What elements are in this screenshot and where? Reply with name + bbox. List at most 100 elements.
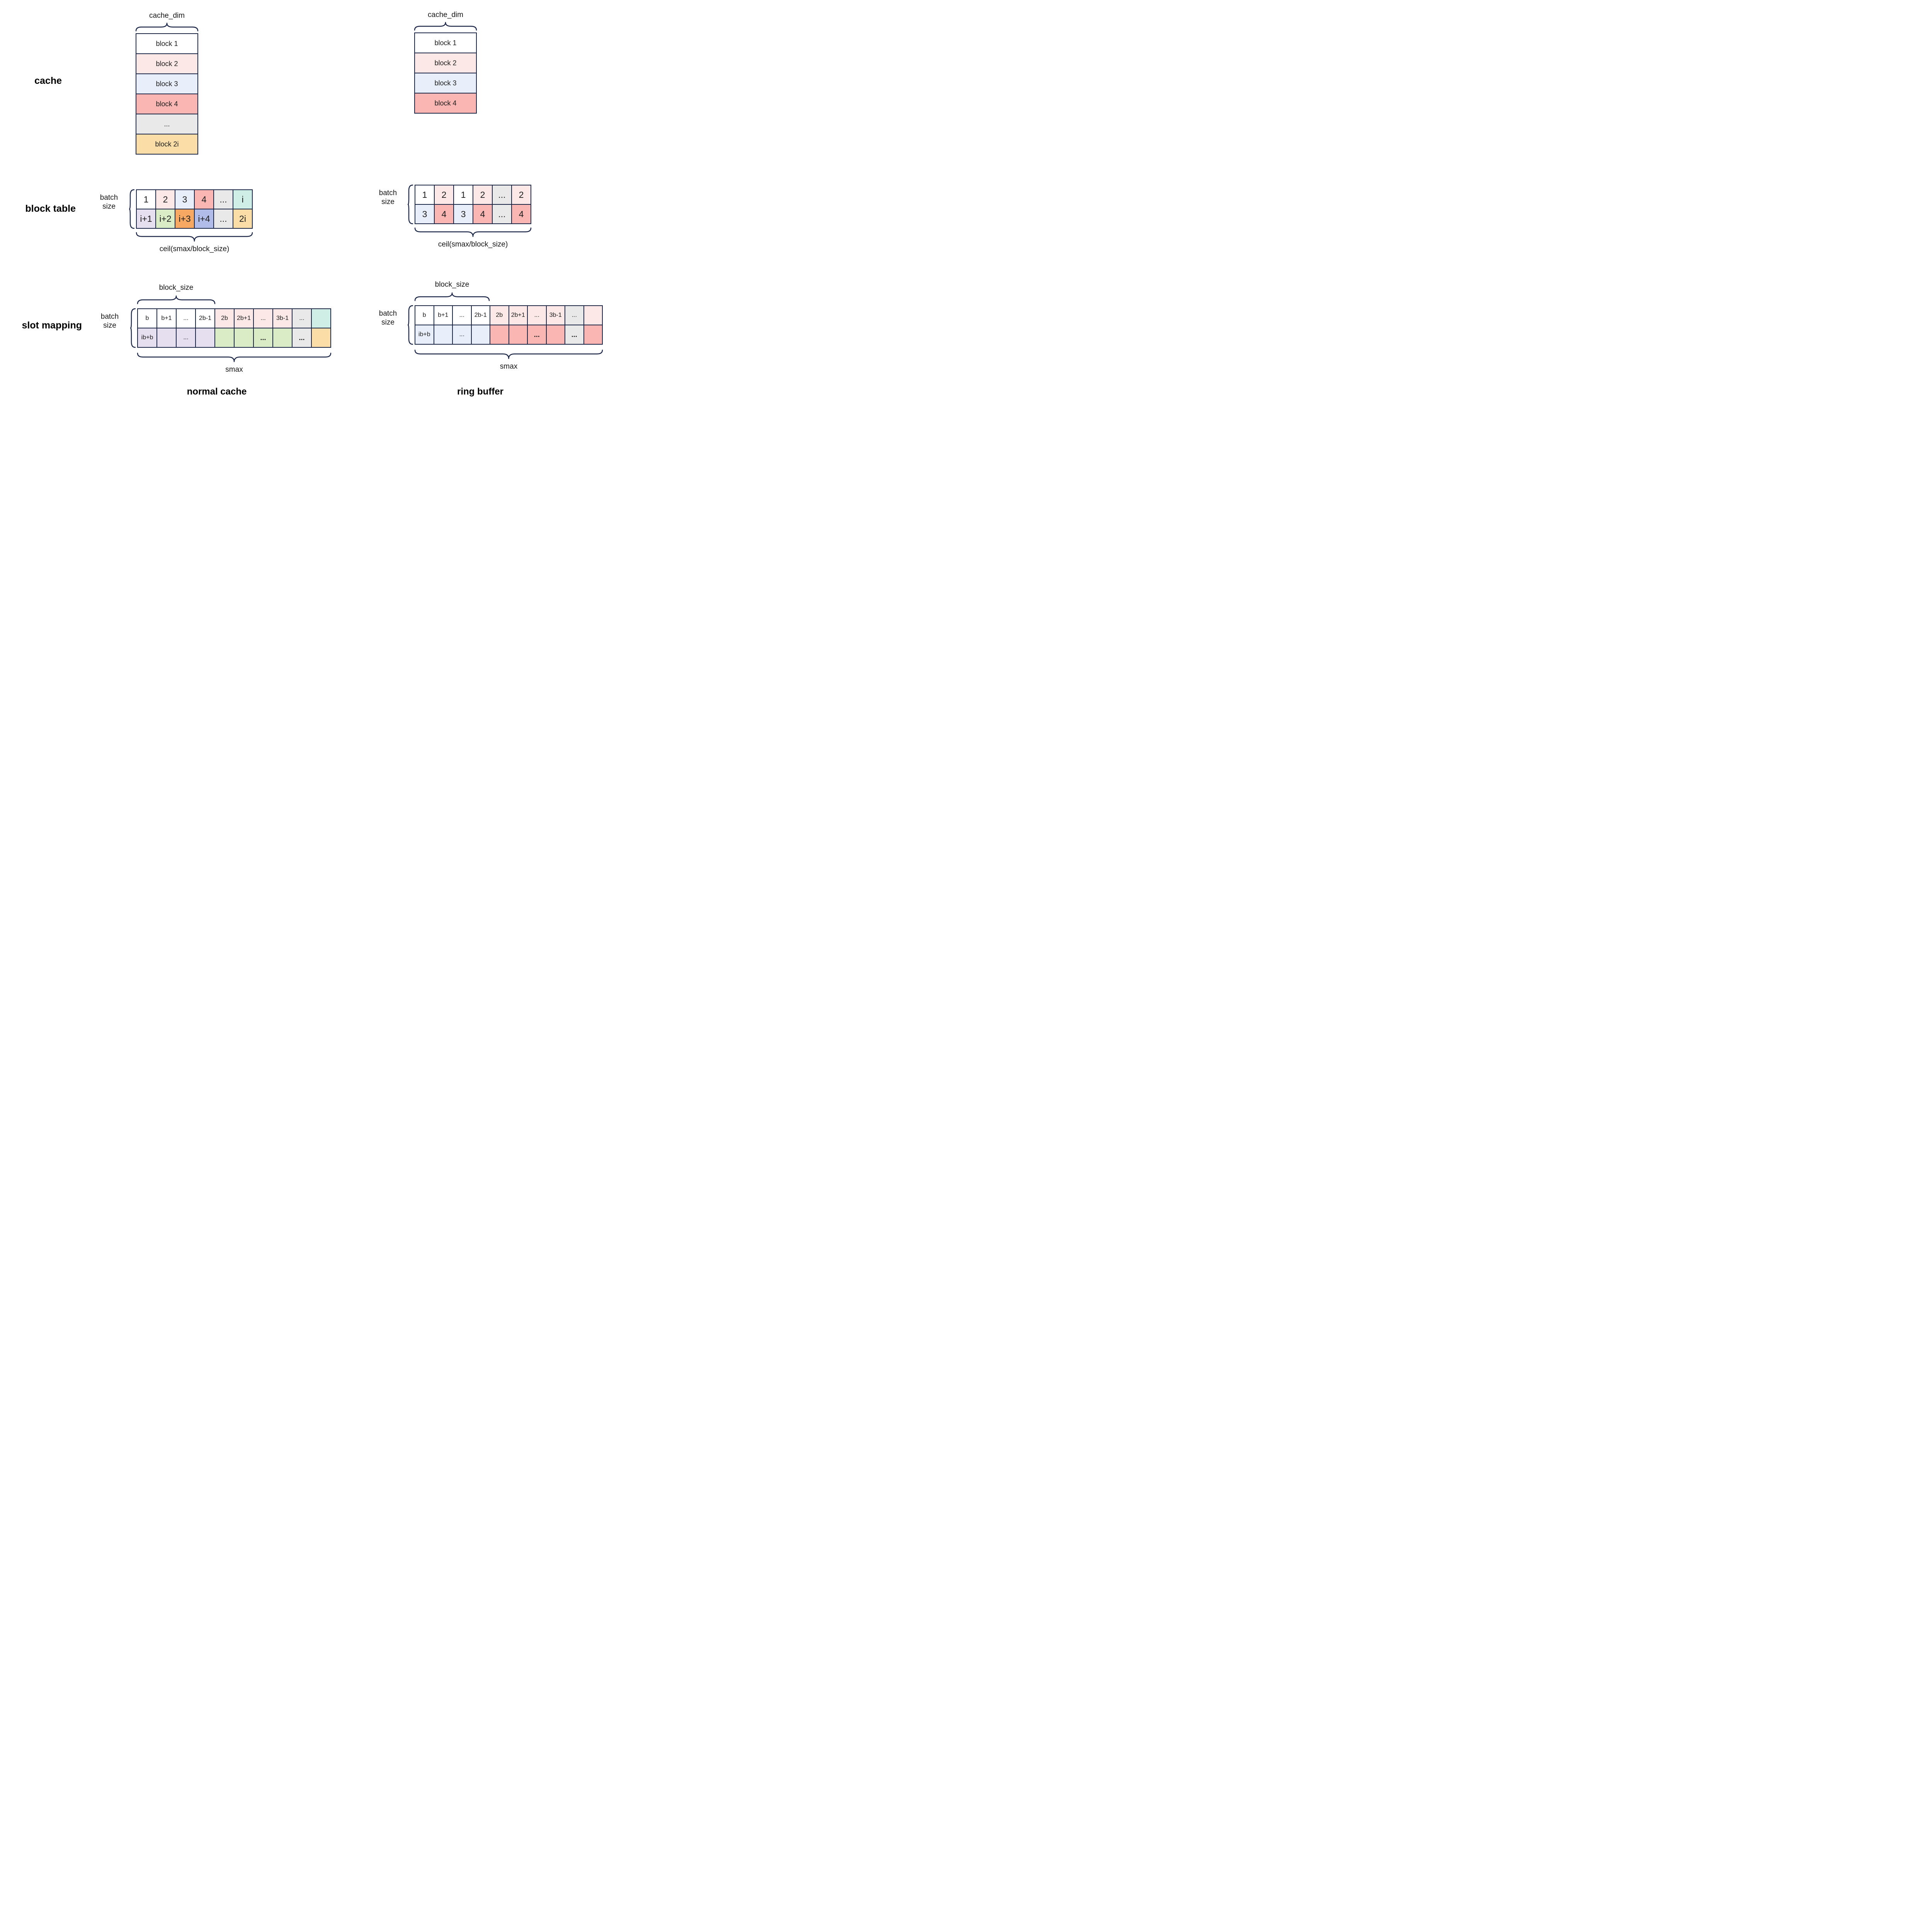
ceil-label-normal: ceil(smax/block_size) <box>159 245 230 253</box>
block-size-brace-normal <box>137 295 216 304</box>
grid-cell: 4 <box>512 205 531 223</box>
grid-cell: ... <box>293 328 311 347</box>
grid-cell: 2 <box>156 190 175 209</box>
curly-brace-path <box>414 292 490 301</box>
grid-cell: i+2 <box>156 209 175 228</box>
grid-cell: 4 <box>195 190 213 209</box>
smax-label-normal: smax <box>225 366 243 374</box>
column-title-ring-buffer: ring buffer <box>457 386 503 397</box>
grid-cell: ... <box>493 205 511 223</box>
grid-cell <box>434 325 452 344</box>
grid-cell: i+4 <box>195 209 213 228</box>
column-title-normal-cache: normal cache <box>187 386 247 397</box>
batch-size-line1: batch <box>100 194 118 202</box>
ceil-label-ring: ceil(smax/block_size) <box>438 240 508 248</box>
grid-cell: block 2 <box>415 53 476 73</box>
grid-cell: 2b+1 <box>235 309 253 328</box>
section-title-cache: cache <box>34 75 62 86</box>
grid-cell: block 3 <box>136 74 197 94</box>
grid-cell: block 4 <box>415 94 476 113</box>
batch-size-line2: size <box>103 321 116 330</box>
curly-brace-path <box>136 232 253 242</box>
grid-cell: block 1 <box>136 34 197 53</box>
grid-cell: 4 <box>473 205 492 223</box>
smax-brace-ring <box>414 349 603 359</box>
grid-cell: 2b-1 <box>471 306 490 325</box>
grid-cell: i <box>233 190 252 209</box>
grid-cell: ... <box>565 306 583 325</box>
grid-cell: 2b+1 <box>509 306 527 325</box>
curly-brace-path <box>407 305 413 345</box>
grid-cell: ... <box>136 114 197 134</box>
block-size-brace-ring <box>414 292 490 301</box>
batch-size-line2: size <box>381 318 395 327</box>
grid-cell: ... <box>565 325 583 344</box>
grid-cell: 3b-1 <box>273 309 292 328</box>
grid-cell <box>235 328 253 347</box>
grid-cell: ... <box>453 325 471 344</box>
grid-cell: ... <box>254 309 272 328</box>
curly-brace-path <box>414 22 477 31</box>
grid-cell: 2 <box>473 185 492 204</box>
grid-cell: block 1 <box>415 33 476 53</box>
grid-cell <box>196 328 214 347</box>
batch-size-line1: batch <box>379 189 397 197</box>
ceil-brace-normal <box>136 232 253 242</box>
grid-cell: ... <box>254 328 272 347</box>
grid-cell: block 3 <box>415 73 476 93</box>
batch-size-brace-block-table-ring <box>407 184 413 224</box>
curly-brace-path <box>407 184 413 224</box>
smax-label-ring: smax <box>500 362 518 371</box>
batch-size-line2: size <box>381 198 395 206</box>
grid-cell: block 2 <box>136 54 197 73</box>
curly-brace-path <box>414 349 603 359</box>
grid-cell: 4 <box>435 205 453 223</box>
grid-cell: i+1 <box>137 209 155 228</box>
curly-brace-path <box>137 295 216 304</box>
grid-cell: ... <box>528 306 546 325</box>
grid-cell: b+1 <box>157 309 176 328</box>
grid-cell: block 4 <box>136 94 197 114</box>
grid-cell <box>546 325 565 344</box>
ceil-brace-ring <box>414 227 532 237</box>
grid-cell <box>312 328 330 347</box>
grid-cell: ... <box>177 328 195 347</box>
grid-cell <box>157 328 176 347</box>
batch-size-label-block-table-normal: batch size <box>92 193 126 211</box>
grid-cell: ib+b <box>138 328 156 347</box>
grid-cell: 3 <box>175 190 194 209</box>
grid-cell: 2 <box>435 185 453 204</box>
curly-brace-path <box>414 227 532 237</box>
grid-cell <box>490 325 509 344</box>
batch-size-label-slot-mapping-ring: batch size <box>371 309 405 327</box>
section-title-slot-mapping: slot mapping <box>22 320 82 331</box>
grid-cell <box>584 325 602 344</box>
block-size-label-ring: block_size <box>435 281 469 289</box>
grid-cell: b <box>415 306 434 325</box>
grid-cell: 1 <box>137 190 155 209</box>
section-title-block-table: block table <box>25 203 76 214</box>
grid-cell: 1 <box>454 185 473 204</box>
grid-cell: ... <box>177 309 195 328</box>
grid-cell: 3b-1 <box>546 306 565 325</box>
curly-brace-path <box>135 22 199 32</box>
batch-size-brace-block-table-normal <box>129 189 135 229</box>
grid-cell: ... <box>453 306 471 325</box>
grid-cell: ... <box>214 190 233 209</box>
curly-brace-path <box>130 308 136 348</box>
grid-cell: ... <box>214 209 233 228</box>
grid-cell: b <box>138 309 156 328</box>
grid-cell: ib+b <box>415 325 434 344</box>
grid-cell <box>509 325 527 344</box>
curly-brace-path <box>137 352 332 362</box>
grid-cell: i+3 <box>175 209 194 228</box>
cache-dim-label-ring: cache_dim <box>428 11 463 19</box>
grid-cell: ... <box>293 309 311 328</box>
grid-cell: ... <box>528 325 546 344</box>
